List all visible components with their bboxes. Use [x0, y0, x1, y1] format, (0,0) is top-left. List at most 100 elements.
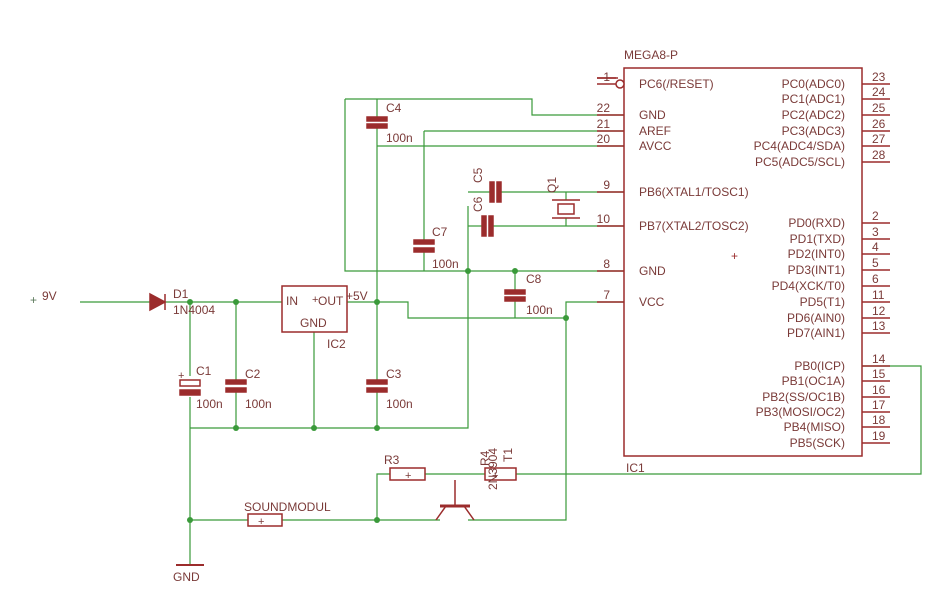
ic-pin-name: PD2(INT0) — [788, 247, 845, 261]
ic-pin-number: 27 — [872, 132, 886, 146]
ic-pin-number: 9 — [603, 178, 610, 192]
junction — [374, 517, 380, 523]
svg-text:+: + — [405, 470, 411, 482]
d1-value: 1N4004 — [173, 303, 215, 317]
ic-left-pins: PC6(/RESET)1GND22AREF21AVCC20PB6(XTAL1/T… — [597, 70, 749, 309]
ic-pin-number: 19 — [872, 429, 886, 443]
ic-pin-number: 2 — [872, 209, 879, 223]
ic-pin-number: 11 — [872, 288, 885, 302]
ic-pin-name: PC2(ADC2) — [782, 108, 845, 122]
ic-pin-number: 15 — [872, 367, 886, 381]
junction — [233, 299, 239, 305]
reg-out: OUT — [318, 294, 344, 308]
ic-pin-name: PD0(RXD) — [788, 216, 845, 230]
junction — [563, 315, 569, 321]
junction — [233, 425, 239, 431]
ic-pin-number: 4 — [872, 240, 879, 254]
nine-volt-label: 9V — [42, 289, 57, 303]
c8-capacitor — [504, 289, 526, 295]
ic-pin-name: PB0(ICP) — [794, 359, 845, 373]
c7-value: 100n — [432, 257, 459, 271]
ic-pin-name: AREF — [639, 124, 671, 138]
c8-ref: C8 — [526, 272, 542, 286]
c2-capacitor — [225, 379, 247, 385]
labels: MEGA8-P IC1 9V +5V GND D1 1N4004 IN OUT … — [42, 48, 678, 584]
junction — [311, 425, 317, 431]
ic-pin-name: PD7(AIN1) — [787, 326, 845, 340]
ic-pin-number: 3 — [872, 225, 879, 239]
ic-pin-number: 17 — [872, 398, 886, 412]
svg-text:+: + — [30, 293, 37, 307]
svg-text:+: + — [178, 370, 184, 382]
ic-pin-name: PD5(T1) — [800, 295, 845, 309]
c4-capacitor — [366, 116, 388, 122]
ic-pin-name: AVCC — [639, 139, 672, 153]
ic-pin-name: PB4(MISO) — [784, 420, 845, 434]
r4-ref: R4 — [478, 450, 492, 466]
plus-markers: + + + + + + + — [30, 249, 738, 528]
ic-pin-number: 5 — [872, 256, 879, 270]
c2-value: 100n — [245, 397, 272, 411]
ic-pin-number: 23 — [872, 70, 886, 84]
gnd-label: GND — [173, 570, 200, 584]
ic-pin-number: 14 — [872, 352, 886, 366]
ic-pin-name: PB6(XTAL1/TOSC1) — [639, 185, 749, 199]
c7-ref: C7 — [432, 225, 448, 239]
ic-pin-name: PC1(ADC1) — [782, 92, 845, 106]
reset-bubble — [615, 79, 625, 89]
ic-pin-name: PB5(SCK) — [790, 436, 845, 450]
c3-capacitor — [366, 379, 388, 385]
junction — [187, 299, 193, 305]
c8-value: 100n — [526, 303, 553, 317]
ic-pin-number: 1 — [603, 70, 610, 84]
c5-capacitor — [489, 181, 495, 203]
ic-right-pins: PC0(ADC0)23PC1(ADC1)24PC2(ADC2)25PC3(ADC… — [754, 70, 886, 450]
ic-pin-number: 7 — [603, 288, 610, 302]
ic-pin-number: 16 — [872, 383, 886, 397]
c5-ref: C5 — [471, 167, 485, 183]
ic-pin-name: PB2(SS/OC1B) — [762, 390, 845, 404]
ic-pin-name: PD3(INT1) — [788, 263, 845, 277]
ic-pin-number: 28 — [872, 148, 886, 162]
ic-pin-number: 18 — [872, 413, 886, 427]
ic-pin-number: 13 — [872, 319, 886, 333]
d1-diode — [149, 292, 167, 312]
c3-ref: C3 — [386, 367, 402, 381]
junction — [512, 268, 518, 274]
ic-pin-number: 24 — [872, 85, 886, 99]
t1-ref: T1 — [501, 448, 515, 462]
q1-ref: Q1 — [545, 177, 559, 193]
r4-resistor — [484, 467, 517, 481]
ic-pin-name: PD4(XCK/T0) — [772, 279, 845, 293]
t1-value: 2N3904 — [486, 448, 500, 490]
junction — [374, 425, 380, 431]
ic-pin-name: PC5(ADC5/SCL) — [755, 155, 845, 169]
ic-pin-name: GND — [639, 108, 666, 122]
svg-text:+: + — [731, 249, 738, 263]
soundmodul-part — [247, 513, 283, 527]
ic-pin-name: PC6(/RESET) — [639, 77, 714, 91]
junctions — [187, 268, 569, 523]
junction — [187, 517, 193, 523]
ic-pin-name: VCC — [639, 295, 665, 309]
c3-value: 100n — [386, 397, 413, 411]
c1-value: 100n — [196, 397, 223, 411]
ic2-ref: IC2 — [327, 337, 346, 351]
c6-ref: C6 — [471, 196, 485, 212]
soundmodul-label: SOUNDMODUL — [244, 500, 331, 514]
ic-pin-name: PC4(ADC4/SDA) — [754, 139, 845, 153]
ic-pin-number: 25 — [872, 101, 886, 115]
ic1-type: MEGA8-P — [624, 48, 678, 62]
five-volt-label: +5V — [346, 289, 368, 303]
r3-ref: R3 — [384, 453, 400, 467]
svg-text:+: + — [258, 516, 264, 528]
c2-ref: C2 — [245, 367, 261, 381]
svg-text:+: + — [312, 294, 318, 306]
ic-pin-number: 10 — [597, 212, 611, 226]
ic-pin-number: 6 — [872, 272, 879, 286]
r3-resistor — [389, 467, 426, 481]
ic-pin-name: PD6(AIN0) — [787, 311, 845, 325]
ic-pin-number: 12 — [872, 304, 886, 318]
c4-value: 100n — [386, 131, 413, 145]
